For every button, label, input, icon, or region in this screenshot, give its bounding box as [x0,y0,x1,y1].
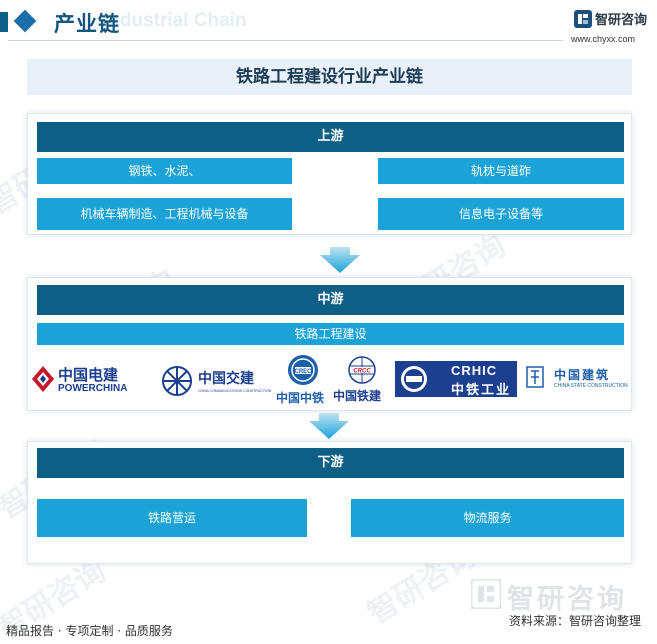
brand-name: 智研咨询 [595,13,648,28]
crec-mark-icon: CREC [288,355,318,385]
page-header: Industrial Chain 产业链 智研咨询 www.chyxx.com [0,0,657,48]
crhic-mark-icon [401,366,427,392]
powerchina-mark-icon [32,366,54,392]
upstream-item: 信息电子设备等 [378,198,624,230]
footer-watermark-logo-icon [471,579,501,609]
midstream-header: 中游 [37,285,624,315]
header-accent-bar [0,12,8,32]
brand-logo-icon [574,10,592,28]
page-title: 产业链 [54,12,120,36]
source-note: 资料来源：智研咨询整理 [509,614,642,628]
crcc-logo: CRCC 中国铁建 [333,355,393,405]
downstream-item: 铁路营运 [37,499,307,537]
downstream-panel: 下游 铁路营运 物流服务 [27,441,632,564]
footer-tagline: 精品报告 · 专项定制 · 品质服务 [6,624,173,638]
midstream-panel: 中游 铁路工程建设 [27,277,632,411]
upstream-item: 机械车辆制造、工程机械与设备 [37,198,292,230]
crcc-mark-icon: CRCC [348,356,376,384]
crec-logo: CREC 中国中铁 [274,354,332,406]
cccc-mark-icon [162,366,192,396]
header-watermark: Industrial Chain [103,10,247,31]
svg-text:CRCC: CRCC [353,369,371,375]
upstream-item: 轨枕与道砟 [378,158,624,184]
powerchina-logo: 中国电建 POWERCHINA [32,360,160,400]
cscec-logo: 中国建筑 CHINA STATE CONSTRUCTION [526,364,630,396]
downstream-item: 物流服务 [351,499,624,537]
midstream-subheader: 铁路工程建设 [37,323,624,345]
header-divider [8,40,563,41]
downstream-header: 下游 [37,448,624,478]
flow-arrow-icon [309,413,349,439]
upstream-panel: 上游 钢铁、水泥、 轨枕与道砟 机械车辆制造、工程机械与设备 信息电子设备等 [27,113,632,235]
upstream-header: 上游 [37,122,624,152]
flow-arrow-icon [320,247,360,273]
crhic-logo: CRHIC 中铁工业 [395,361,517,398]
cscec-mark-icon [526,366,544,388]
cccc-logo: 中国交建 CHINA COMMUNICATIONS CONSTRUCTION [160,362,272,402]
diamond-icon [13,9,37,33]
upstream-item: 钢铁、水泥、 [37,158,292,184]
footer-watermark: 智研咨询 [471,575,641,615]
diagram-title: 铁路工程建设行业产业链 [27,59,632,95]
brand-url: www.chyxx.com [571,34,636,44]
svg-text:CREC: CREC [294,369,312,375]
